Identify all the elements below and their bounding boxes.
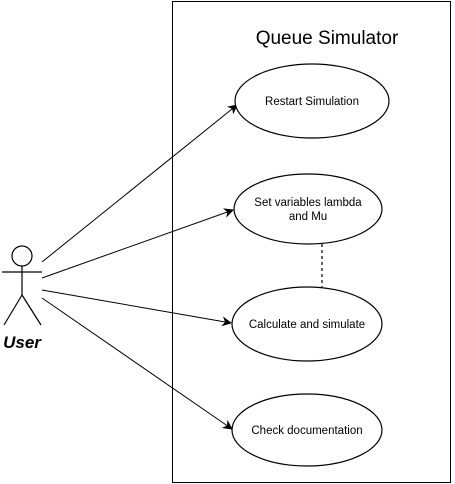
use-case-label: Calculate and simulate (249, 319, 365, 331)
use-case-ellipse (231, 393, 383, 467)
actor-left-leg (3, 294, 23, 326)
system-title: Queue Simulator (256, 28, 399, 49)
actor-label: User (3, 333, 42, 352)
associations-layer (41, 104, 238, 430)
use-case-restart: Restart Simulation (234, 63, 390, 139)
use-case-ellipse (234, 63, 390, 139)
use-case-label: Set variables lambda (254, 197, 362, 209)
actor-head (11, 245, 33, 267)
use-case-label: Restart Simulation (265, 96, 359, 108)
use-case-documentation: Check documentation (231, 393, 383, 467)
use-case-set-variables: Set variables lambda and Mu (233, 173, 383, 245)
use-case-label: and Mu (289, 211, 327, 223)
association-arrow-documentation (41, 297, 233, 430)
use-case-label: Check documentation (251, 425, 362, 437)
association-arrow-set-variables (41, 208, 234, 279)
association-arrow-restart (41, 104, 238, 263)
use-case-ellipse (231, 286, 383, 362)
association-arrow-calculate (41, 289, 232, 327)
use-case-calculate: Calculate and simulate (231, 286, 383, 362)
actor-user: User (2, 245, 42, 352)
actor-right-leg (21, 294, 42, 326)
use-case-ellipse (233, 173, 383, 245)
